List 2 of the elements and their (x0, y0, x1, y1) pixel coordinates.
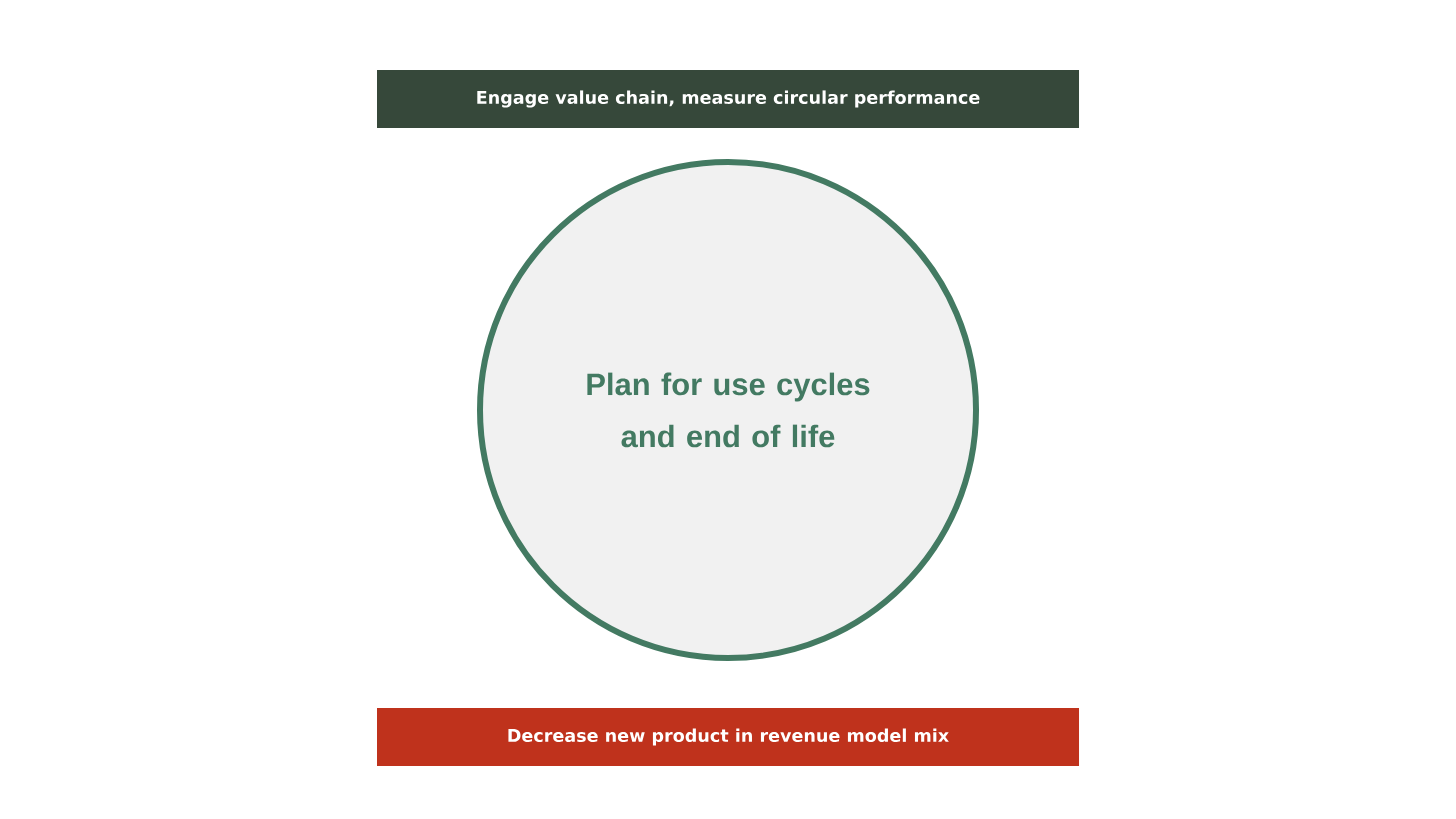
banner: Decrease new product in revenue model mix (377, 708, 1079, 766)
banner: Engage value chain, measure circular performance (377, 70, 1079, 128)
